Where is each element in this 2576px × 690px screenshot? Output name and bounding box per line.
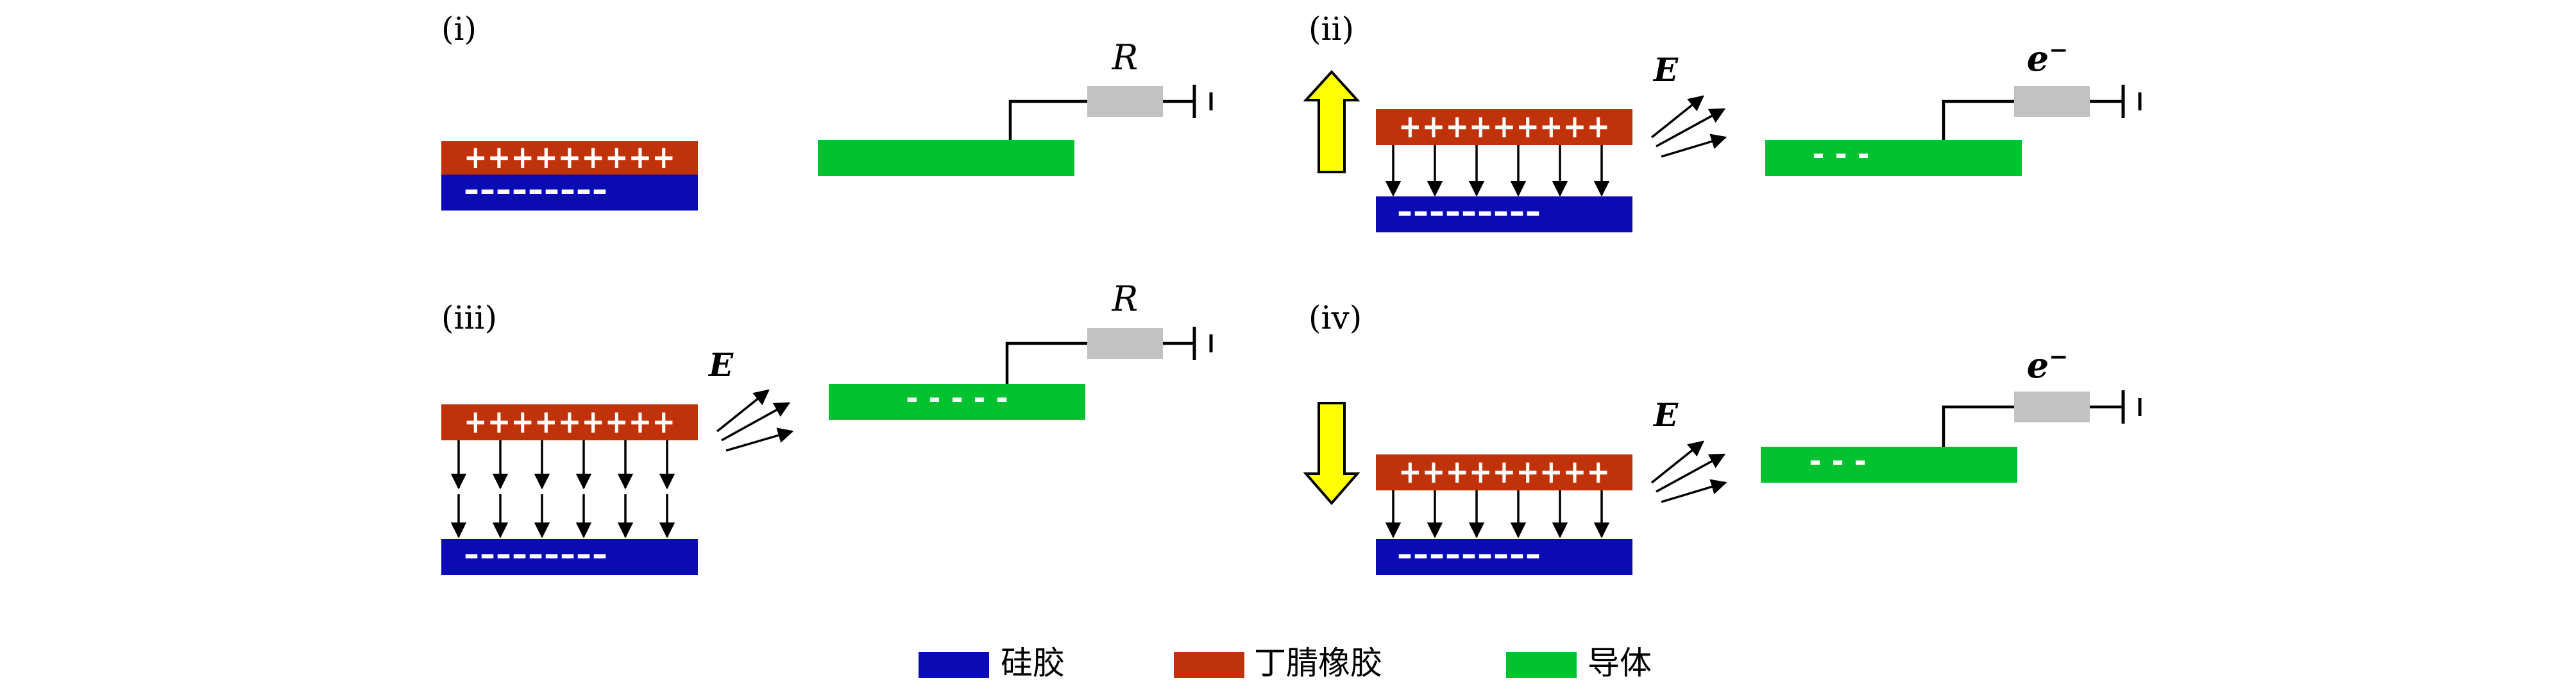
lead-wire: [1005, 341, 1087, 384]
conductor-charges: - - - - -: [906, 381, 1008, 415]
conductor-electrode: [1761, 447, 2017, 483]
electric-field-arrows-icon: [1650, 440, 1727, 503]
nitrile-layer: [441, 141, 698, 175]
positive-charges: +++++++++: [464, 139, 675, 176]
resistor-box: [1087, 328, 1163, 359]
legend-swatch-silicone: [919, 652, 989, 678]
field-label: E: [1652, 51, 1679, 89]
nitrile-layer: [1376, 109, 1632, 145]
negative-charges: ---------: [1397, 537, 1541, 572]
nitrile-layer: [1376, 454, 1632, 490]
panel-i: (i) +++++++++ --------- R: [441, 10, 1213, 211]
positive-charges: +++++++++: [464, 403, 675, 440]
panel-label: (iv): [1309, 299, 1362, 336]
lead-wire: [1942, 405, 2014, 447]
silicone-layer: [441, 539, 698, 575]
legend-swatch-nitrile: [1174, 652, 1244, 678]
legend-label-conductor: 导体: [1588, 644, 1652, 682]
legend-swatch-conductor: [1506, 652, 1577, 678]
nitrile-layer: [441, 404, 698, 440]
resistor-label: R: [1112, 37, 1139, 78]
legend: 硅胶 丁腈橡胶 导体: [919, 644, 1652, 682]
conductor-electrode: [1765, 140, 2022, 176]
positive-charges: +++++++++: [1398, 453, 1610, 490]
ground-symbol-icon: [2121, 390, 2142, 424]
ground-symbol-icon: [1192, 85, 1213, 118]
conductor-electrode: [818, 140, 1074, 176]
positive-charges: +++++++++: [1398, 108, 1610, 145]
electron-superscript: −: [2049, 37, 2068, 64]
resistor-label: R: [1112, 279, 1139, 319]
legend-label-silicone: 硅胶: [1001, 644, 1065, 682]
panel-label: (i): [441, 10, 477, 47]
silicone-layer: [441, 175, 698, 211]
electron-symbol: e: [2027, 345, 2049, 386]
panel-iii: (iii) +++++++++ --------- E - - - - -: [441, 279, 1213, 575]
electric-field-arrows-icon: [1650, 95, 1727, 158]
internal-field-arrows: [1385, 490, 1610, 539]
electron-label: e−: [2027, 343, 2069, 386]
down-arrow-icon: [1303, 402, 1360, 506]
electron-label: e−: [2027, 37, 2069, 79]
resistor-box: [1087, 86, 1163, 117]
electric-field-arrows-icon: [716, 389, 794, 452]
internal-field-arrows: [450, 440, 675, 539]
negative-charges: ---------: [464, 537, 608, 572]
ground-symbol-icon: [2121, 85, 2142, 118]
panel-iv: (iv) +++++++++ --------- E - - - e−: [1303, 299, 2142, 575]
panel-ii: (ii) +++++++++ --------- E - - - e−: [1303, 10, 2142, 232]
lead-wire: [1942, 99, 2014, 140]
lead-wire: [1008, 99, 1087, 140]
conductor-charges: - - -: [1809, 444, 1866, 478]
panel-label: (ii): [1309, 10, 1354, 47]
internal-field-arrows: [1385, 145, 1610, 197]
silicone-layer: [1376, 196, 1632, 232]
up-arrow-icon: [1303, 70, 1360, 173]
field-label: E: [1652, 396, 1679, 434]
field-label: E: [708, 346, 734, 384]
negative-charges: ---------: [1397, 194, 1541, 229]
panel-label: (iii): [441, 299, 497, 336]
electron-superscript: −: [2049, 343, 2068, 370]
legend-label-nitrile: 丁腈橡胶: [1254, 644, 1382, 682]
conductor-electrode: [829, 384, 1085, 420]
negative-charges: ---------: [464, 173, 608, 207]
electron-symbol: e: [2027, 38, 2049, 79]
conductor-charges: - - -: [1812, 137, 1869, 171]
ground-symbol-icon: [1192, 327, 1213, 360]
silicone-layer: [1376, 539, 1632, 575]
ammeter-box: [2014, 392, 2090, 422]
ammeter-box: [2014, 86, 2090, 117]
